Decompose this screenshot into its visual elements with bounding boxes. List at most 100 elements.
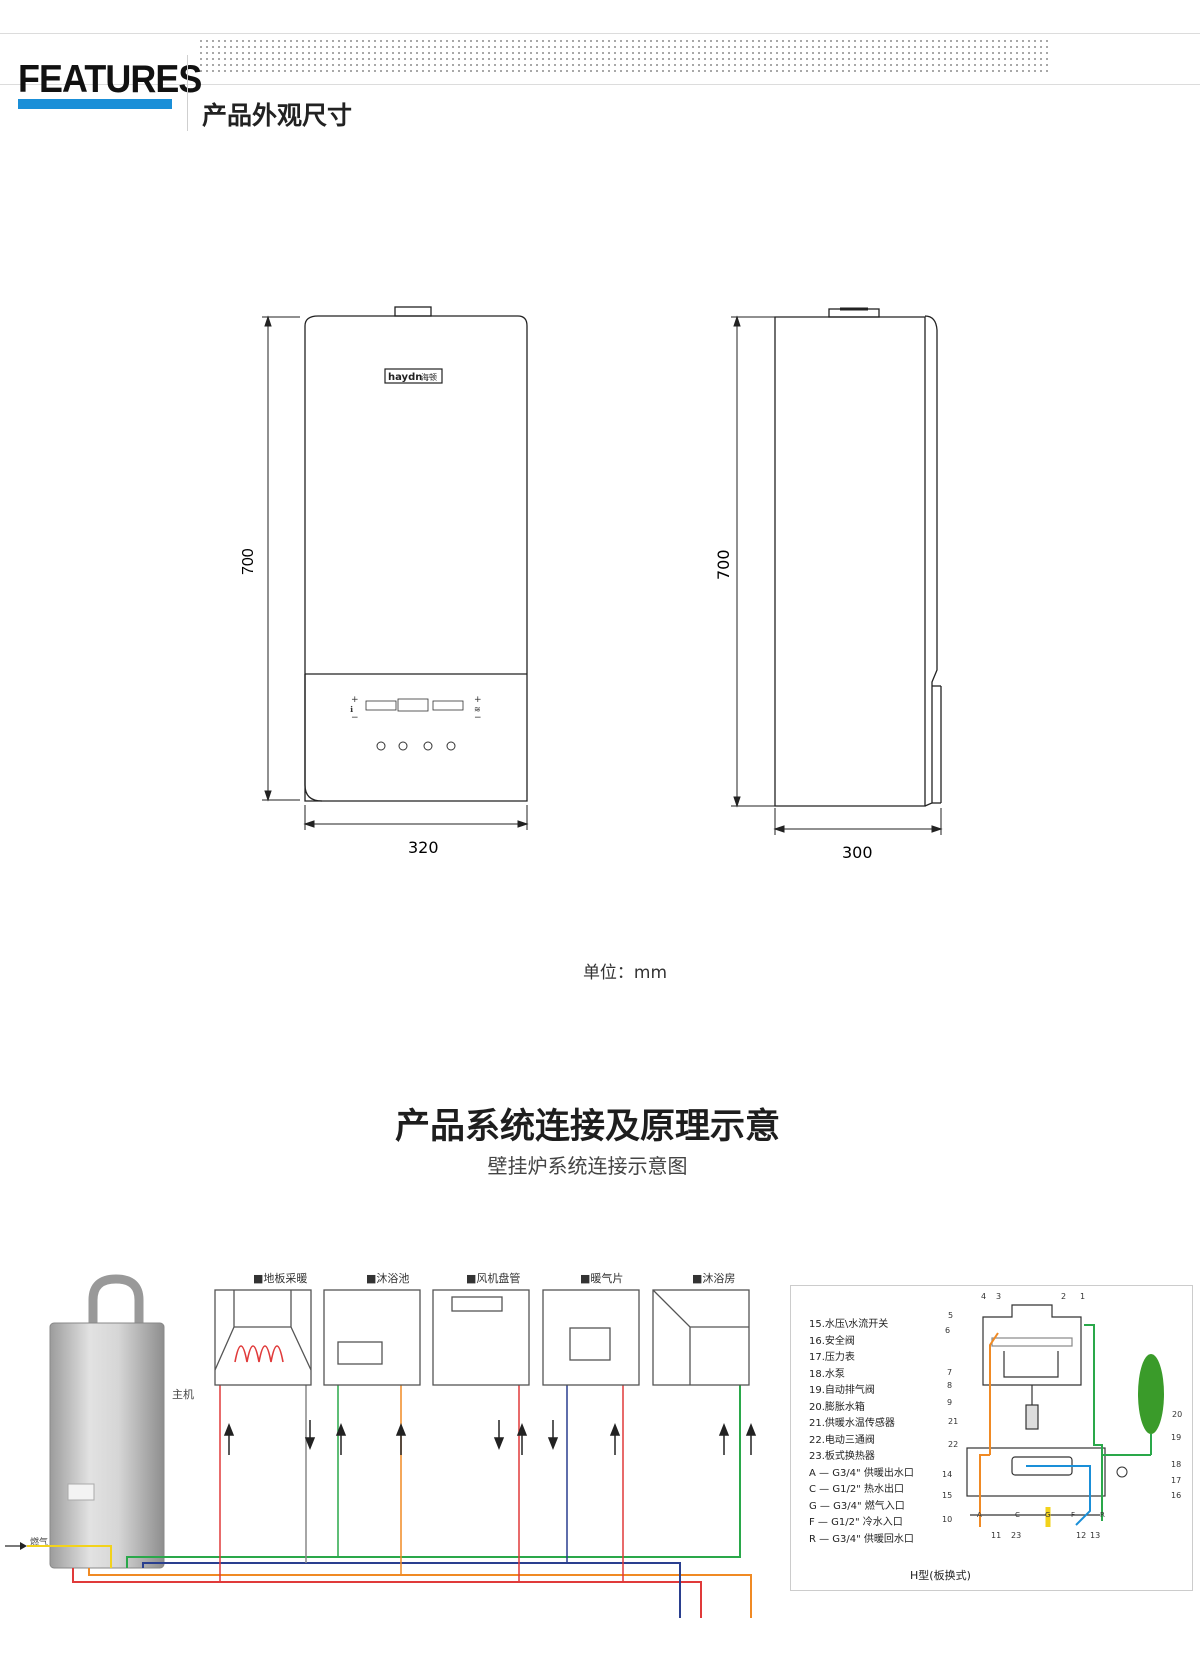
svg-text:C: C (1015, 1511, 1020, 1519)
svg-text:7: 7 (947, 1368, 952, 1377)
legend-item: R — G3/4" 供暖回水口 (809, 1532, 914, 1545)
svg-text:21: 21 (948, 1417, 958, 1426)
section-title: 产品系统连接及原理示意 (394, 1107, 780, 1147)
panel-label-shower: ■沐浴房 (692, 1272, 735, 1285)
svg-text:−: − (351, 713, 359, 723)
power-icon (376, 741, 386, 751)
pipe-network (27, 1385, 752, 1618)
pressure-gauge (1116, 1466, 1128, 1478)
svg-text:3: 3 (996, 1292, 1001, 1301)
boiler-schematic: 15.水压\水流开关 16.安全阀 17.压力表 18.水泵 19.自动排气阀 … (790, 1285, 1193, 1591)
legend-item: C — G1/2" 热水出口 (809, 1482, 904, 1495)
svg-text:F: F (1071, 1511, 1075, 1519)
home-icon (446, 741, 456, 751)
legend-item: F — G1/2" 冷水入口 (809, 1515, 903, 1528)
svg-text:19: 19 (1171, 1433, 1181, 1442)
svg-text:5: 5 (948, 1311, 953, 1320)
svg-text:4: 4 (981, 1292, 986, 1301)
panel-labels: ■地板采暖 ■沐浴池 ■风机盘管 ■暖气片 ■沐浴房 (253, 1271, 735, 1285)
svg-text:2: 2 (1061, 1292, 1066, 1301)
legend-item: 20.膨胀水箱 (809, 1400, 865, 1413)
legend-item: 16.安全阀 (809, 1334, 855, 1347)
svg-text:ℹ: ℹ (350, 705, 353, 714)
legend-item: 18.水泵 (809, 1368, 845, 1380)
mode-icon (398, 741, 408, 751)
panel-label-floor-heating: ■地板采暖 (253, 1271, 307, 1285)
svg-text:9: 9 (947, 1398, 952, 1407)
system-connection-diagram: 主机 燃气 ■地板采暖 ■沐浴池 ■风机盘管 ■暖气片 (5, 1271, 757, 1618)
brand-title: FEATURES (18, 58, 202, 101)
svg-text:≋: ≋ (474, 705, 481, 714)
side-height-label: 700 (714, 549, 733, 580)
logo-box (384, 368, 443, 384)
legend-item: A — G3/4" 供暖出水口 (809, 1466, 914, 1479)
svg-text:R: R (1100, 1511, 1105, 1519)
unit-note: 单位：mm (582, 963, 668, 983)
legend-item: 17.压力表 (809, 1350, 855, 1363)
brand-underline (18, 99, 172, 109)
host-label: 主机 (172, 1387, 194, 1401)
top-rule (0, 33, 1200, 34)
control-display: + ℹ − + ≋ − (350, 695, 482, 723)
reset-icon (423, 741, 433, 751)
svg-text:G: G (1045, 1511, 1050, 1519)
svg-text:22: 22 (948, 1440, 958, 1449)
expansion-tank (1138, 1354, 1164, 1434)
application-panels (214, 1289, 750, 1386)
front-width-dimension (303, 805, 529, 830)
logo-text-cn: 海顿 (421, 372, 437, 382)
svg-text:11: 11 (991, 1531, 1001, 1540)
svg-text:18: 18 (1171, 1460, 1181, 1469)
svg-text:17: 17 (1171, 1476, 1181, 1485)
legend-item: 21.供暖水温传感器 (809, 1416, 895, 1429)
front-width-label: 320 (408, 838, 439, 857)
svg-text:8: 8 (947, 1381, 952, 1390)
legend-item: 22.电动三通阀 (809, 1433, 875, 1446)
legend-item: 23.板式换热器 (809, 1449, 875, 1462)
svg-text:20: 20 (1172, 1410, 1182, 1419)
dot-pattern (198, 38, 1050, 75)
front-view (304, 306, 528, 802)
legend-item: 19.自动排气阀 (809, 1383, 875, 1396)
schematic-frame (790, 1285, 1193, 1591)
gas-inlet-arrow (5, 1542, 27, 1550)
svg-text:+: + (474, 695, 482, 705)
panel-label-radiator: ■暖气片 (580, 1271, 623, 1285)
svg-text:12: 12 (1076, 1531, 1086, 1540)
logo-text: haydn (388, 372, 422, 383)
svg-text:16: 16 (1171, 1491, 1181, 1500)
side-depth-dimension (773, 808, 943, 835)
boiler-unit (49, 1274, 165, 1569)
section-subheading: 壁挂炉系统连接示意图 (487, 1154, 688, 1178)
side-depth-label: 300 (842, 843, 873, 862)
schematic-pipes (979, 1324, 1103, 1527)
front-height-label: 700 (240, 548, 257, 575)
svg-text:10: 10 (942, 1515, 952, 1524)
svg-text:1: 1 (1080, 1292, 1085, 1301)
side-height-dimension (731, 315, 775, 808)
dimension-drawings: haydn 海顿 + ℹ − + ≋ − 700 320 (240, 306, 943, 862)
svg-text:6: 6 (945, 1326, 950, 1335)
svg-text:−: − (474, 713, 482, 723)
section-subtitle: 产品外观尺寸 (202, 101, 353, 130)
schematic-caption: H型(板换式) (910, 1568, 971, 1582)
control-buttons (376, 741, 456, 751)
header-divider (187, 55, 188, 131)
component-numbers: 4 3 2 1 5 6 7 8 9 21 22 14 15 10 11 23 1… (942, 1292, 1182, 1540)
port-labels: A C G F R (977, 1511, 1105, 1519)
svg-text:15: 15 (942, 1491, 952, 1500)
svg-text:+: + (351, 695, 359, 705)
side-view (774, 307, 942, 807)
svg-text:13: 13 (1090, 1531, 1100, 1540)
svg-text:14: 14 (942, 1470, 952, 1479)
panel-label-fan-coil: ■风机盘管 (466, 1271, 520, 1285)
legend-item: G — G3/4" 燃气入口 (809, 1499, 905, 1512)
legend-item: 15.水压\水流开关 (809, 1317, 888, 1330)
svg-text:23: 23 (1011, 1531, 1021, 1540)
schematic-legend: 15.水压\水流开关 16.安全阀 17.压力表 18.水泵 19.自动排气阀 … (809, 1317, 914, 1545)
front-height-dimension (262, 315, 300, 802)
flow-arrows (223, 1420, 757, 1455)
panel-label-bath: ■沐浴池 (366, 1272, 409, 1285)
header-rule (0, 84, 1200, 85)
svg-text:A: A (977, 1511, 982, 1519)
